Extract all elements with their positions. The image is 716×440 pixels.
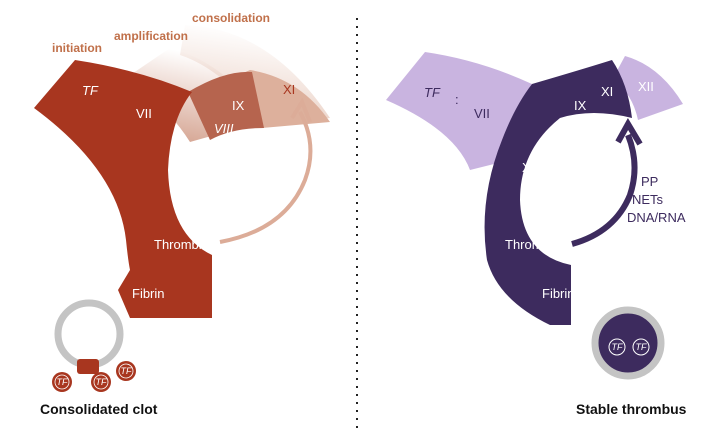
activator-nets-label: NETs [632, 192, 664, 207]
factor-colon-label: : [455, 92, 459, 107]
factor-xi-label: XI [283, 82, 295, 97]
consolidated-clot-caption: Consolidated clot [40, 401, 158, 417]
phase-amplification-label: amplification [114, 29, 188, 43]
thrombus-arc [484, 60, 632, 325]
factor-xii-label: XII [638, 79, 654, 94]
consolidated-clot-panel: initiation amplification consolidation T… [34, 11, 330, 417]
factor-vii-label: VII [136, 106, 152, 121]
thrombus-fill [598, 313, 658, 373]
svg-text:TF: TF [96, 377, 107, 387]
factor-v-label: V [524, 199, 534, 214]
svg-text:TF: TF [612, 342, 623, 352]
tf-platelet-1: TF [52, 372, 72, 392]
thrombin-label: Thrombin [154, 237, 209, 252]
factor-x-label: X [522, 160, 531, 175]
factor-vii-label: VII [474, 106, 490, 121]
factor-xi-label: XI [601, 84, 613, 99]
initiation-arc [386, 52, 532, 170]
factor-x-label: X [181, 159, 190, 174]
tf-marker-2: TF [632, 338, 650, 356]
fibrin-label: Fibrin [542, 286, 575, 301]
factor-ix-label: IX [574, 98, 587, 113]
feedback-arrowhead [290, 97, 312, 123]
stable-thrombus-caption: Stable thrombus [576, 401, 687, 417]
activator-pp-label: PP [641, 174, 658, 189]
factor-viii-label: VIII [214, 121, 234, 136]
activation-arrow [571, 133, 638, 247]
amplification-band [188, 71, 264, 140]
factor-tf-label: TF [82, 83, 99, 98]
stable-thrombus-panel: TF : VII IX XI XII VIII X V Thrombin Fib… [386, 52, 687, 417]
phase-initiation-label: initiation [52, 41, 102, 55]
factor-viii-label: VIII [551, 122, 571, 137]
factor-v-label: V [185, 199, 195, 214]
tf-marker-1: TF [608, 338, 626, 356]
tf-platelet-3: TF [116, 361, 136, 381]
tf-platelet-2: TF [91, 372, 111, 392]
thrombin-label: Thrombin [505, 237, 560, 252]
vessel-lesion [77, 359, 99, 374]
factor-tf-label: TF [424, 85, 441, 100]
svg-text:TF: TF [121, 366, 132, 376]
clot-arc [34, 60, 212, 318]
activator-dna-rna-label: DNA/RNA [627, 210, 686, 225]
vessel-ring [54, 299, 124, 369]
thrombin-feedback-arrow [219, 111, 313, 244]
svg-text:TF: TF [57, 377, 68, 387]
vessel-ring [591, 306, 665, 380]
activation-arrowhead [615, 118, 643, 146]
fibrin-label: Fibrin [132, 286, 165, 301]
xii-band [612, 56, 683, 120]
phase-consolidation-label: consolidation [192, 11, 270, 25]
svg-text:TF: TF [636, 342, 647, 352]
factor-ix-label: IX [232, 98, 245, 113]
